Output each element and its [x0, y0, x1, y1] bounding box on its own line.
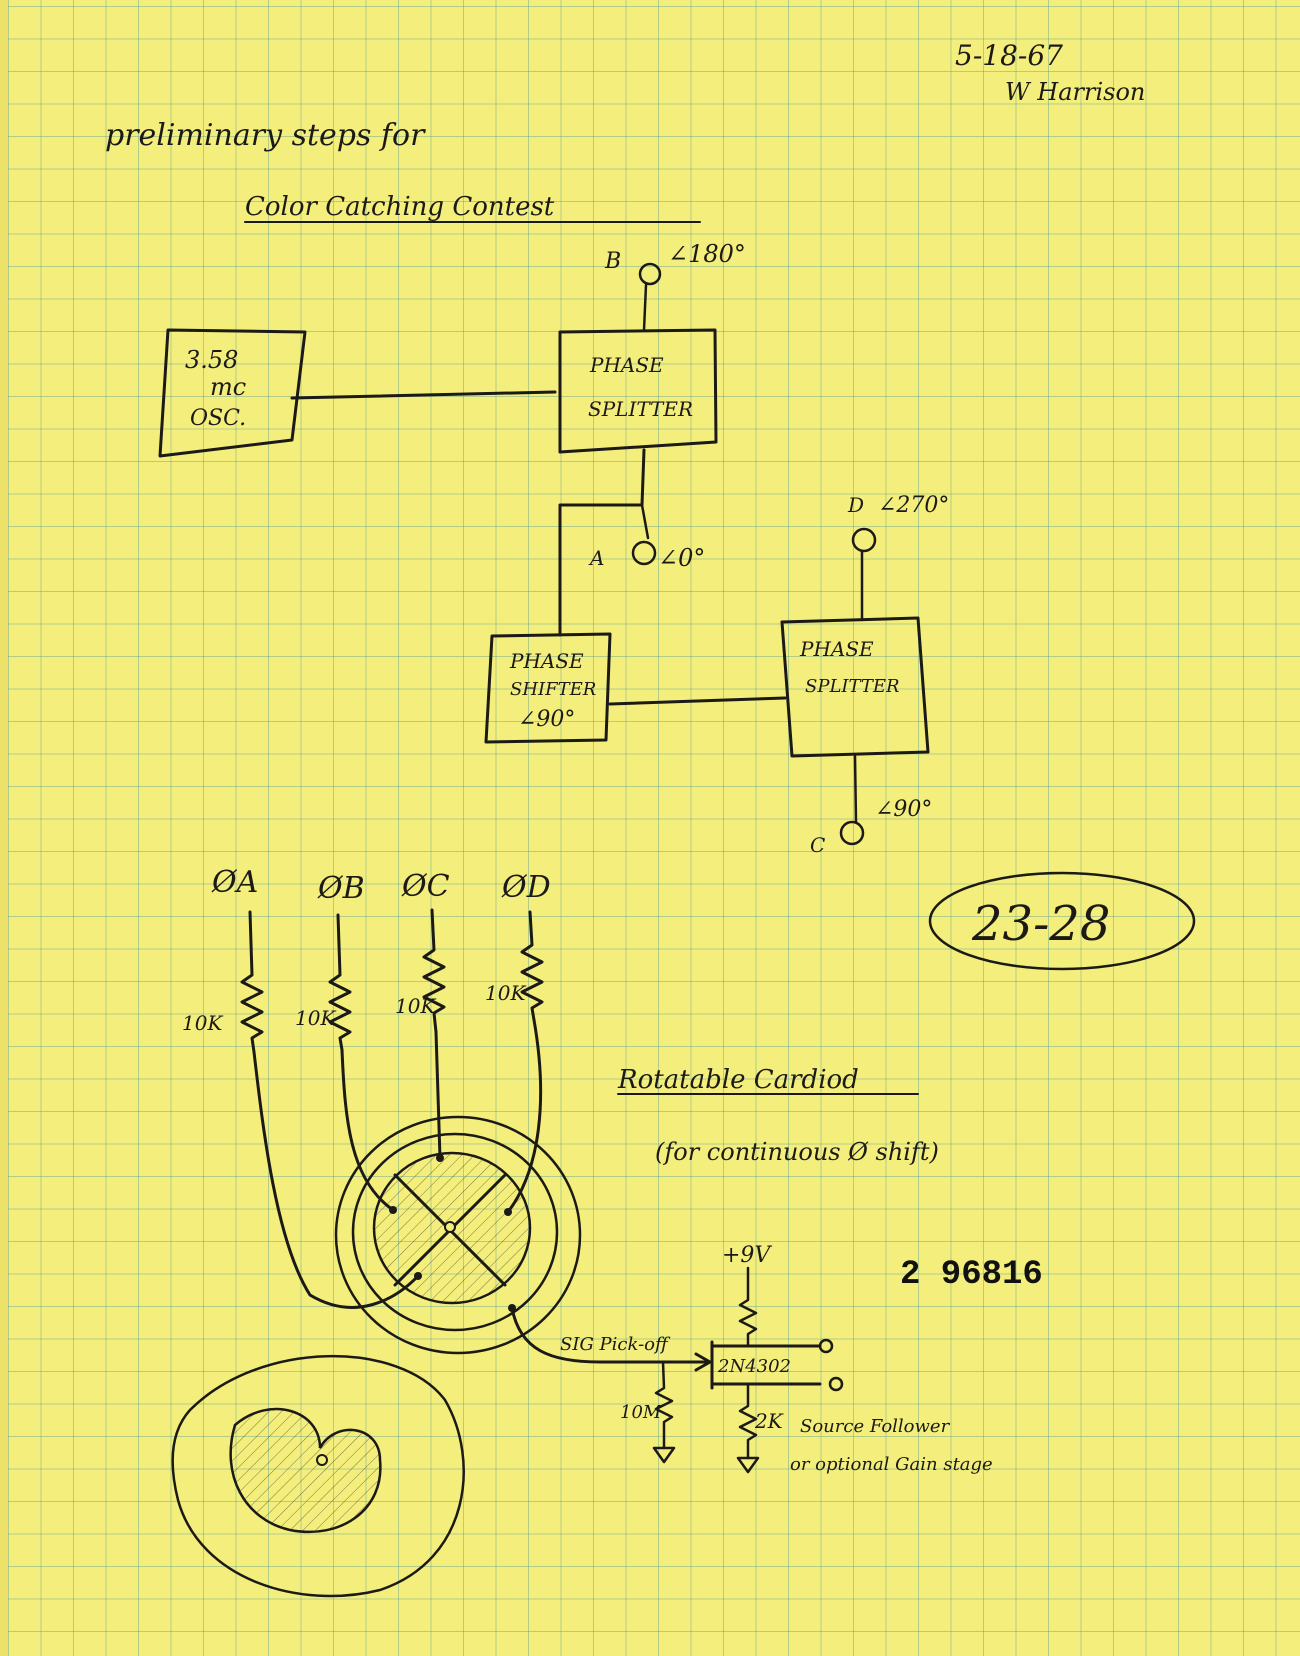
osc-to-splitter-wire: [290, 390, 557, 400]
disk-outer-ring: [334, 1115, 582, 1355]
d-output-terminal: [851, 527, 877, 553]
contact-a: [414, 1272, 422, 1280]
resistor-b-label: 10K: [295, 1006, 336, 1030]
disk-middle-ring: [351, 1132, 559, 1332]
splitter1-to-shifter-wire: [558, 448, 646, 637]
resistor-c: [422, 908, 446, 1034]
osc-line-3: OSC.: [190, 406, 246, 431]
source-ground-symbol: [736, 1456, 760, 1474]
resistor-a: [240, 910, 264, 1054]
title-line-2: Color Catching Contest: [245, 192, 555, 222]
page-number: 23-28: [971, 896, 1110, 952]
drain-resistor: [738, 1266, 758, 1348]
cardioid-outer-pattern: [171, 1355, 465, 1598]
title-line-1: preliminary steps for: [105, 118, 426, 153]
author-text: W Harrison: [1005, 78, 1145, 106]
stamp-number: 2 96816: [900, 1256, 1043, 1294]
splitter2-line-2: SPLITTER: [805, 676, 900, 697]
c-output-wire: [853, 754, 858, 824]
a-label: A: [588, 546, 604, 570]
resistor-b: [328, 913, 352, 1052]
a-angle: ∠0°: [658, 544, 705, 572]
gate-arrow: [694, 1352, 712, 1372]
note-line-2: or optional Gain stage: [790, 1454, 993, 1475]
a-output-terminal: [631, 540, 657, 566]
rotatable-title: Rotatable Cardiod: [617, 1065, 859, 1095]
osc-line-1: 3.58: [185, 346, 238, 374]
b-output-terminal: [638, 262, 662, 286]
gate-resistor: [654, 1360, 674, 1450]
source-terminal: [828, 1376, 844, 1392]
note-line-1: Source Follower: [800, 1416, 951, 1437]
contact-c: [436, 1154, 444, 1162]
supply-label: +9V: [722, 1243, 772, 1268]
page-number-oval: [928, 871, 1196, 971]
phase-d-input: ØD: [501, 870, 551, 905]
wire-phase-b: [340, 1048, 395, 1212]
oscillator-block: [158, 328, 307, 458]
source-resistor-label: 2K: [754, 1409, 784, 1433]
c-angle: ∠90°: [875, 797, 932, 822]
source-resistor: [738, 1382, 758, 1460]
wire-phase-c: [434, 1030, 442, 1160]
resistor-a-label: 10K: [182, 1011, 223, 1035]
phase-c-input: ØC: [401, 869, 450, 904]
c-output-terminal: [839, 820, 865, 846]
resistor-d: [520, 910, 544, 1022]
shifter-line-2: SHIFTER: [510, 679, 596, 700]
phase-splitter-2-block: [780, 616, 930, 758]
gate-resistor-label: 10M: [620, 1402, 662, 1423]
resistor-c-label: 10K: [395, 994, 436, 1018]
d-label: D: [847, 493, 864, 517]
osc-line-2: mc: [210, 373, 246, 401]
splitter2-line-1: PHASE: [799, 637, 874, 661]
shifter-line-3: ∠90°: [518, 707, 575, 732]
d-angle: ∠270°: [878, 493, 949, 518]
transistor-label: 2N4302: [717, 1356, 791, 1377]
phase-shifter-block: [484, 632, 612, 744]
resistor-d-label: 10K: [485, 981, 526, 1005]
disk-center: [444, 1221, 456, 1233]
splitter1-line-1: PHASE: [589, 353, 664, 377]
date-text: 5-18-67: [955, 39, 1063, 72]
b-angle: ∠180°: [668, 240, 746, 268]
cardioid-origin: [316, 1454, 328, 1466]
shifter-to-splitter-wire: [608, 696, 787, 706]
drain-terminal: [818, 1338, 834, 1354]
sig-pickoff-wire: [510, 1306, 710, 1364]
cardioid-inner-pattern: [229, 1407, 382, 1534]
contact-d: [504, 1208, 512, 1216]
rotatable-subtitle: (for continuous Ø shift): [655, 1138, 939, 1166]
phase-a-input: ØA: [211, 865, 258, 900]
gate-ground-symbol: [652, 1446, 676, 1464]
phase-splitter-1-block: [558, 328, 718, 454]
contact-b: [389, 1206, 397, 1214]
c-label: C: [810, 833, 825, 857]
phase-b-input: ØB: [317, 871, 365, 906]
b-output-wire: [642, 283, 648, 332]
wire-phase-a: [252, 1050, 420, 1309]
sig-pickoff-label: SIG Pick-off: [560, 1334, 671, 1355]
a-output-wire: [640, 503, 650, 540]
shifter-line-1: PHASE: [509, 649, 584, 673]
b-label: B: [604, 249, 621, 274]
splitter1-line-2: SPLITTER: [588, 397, 693, 421]
